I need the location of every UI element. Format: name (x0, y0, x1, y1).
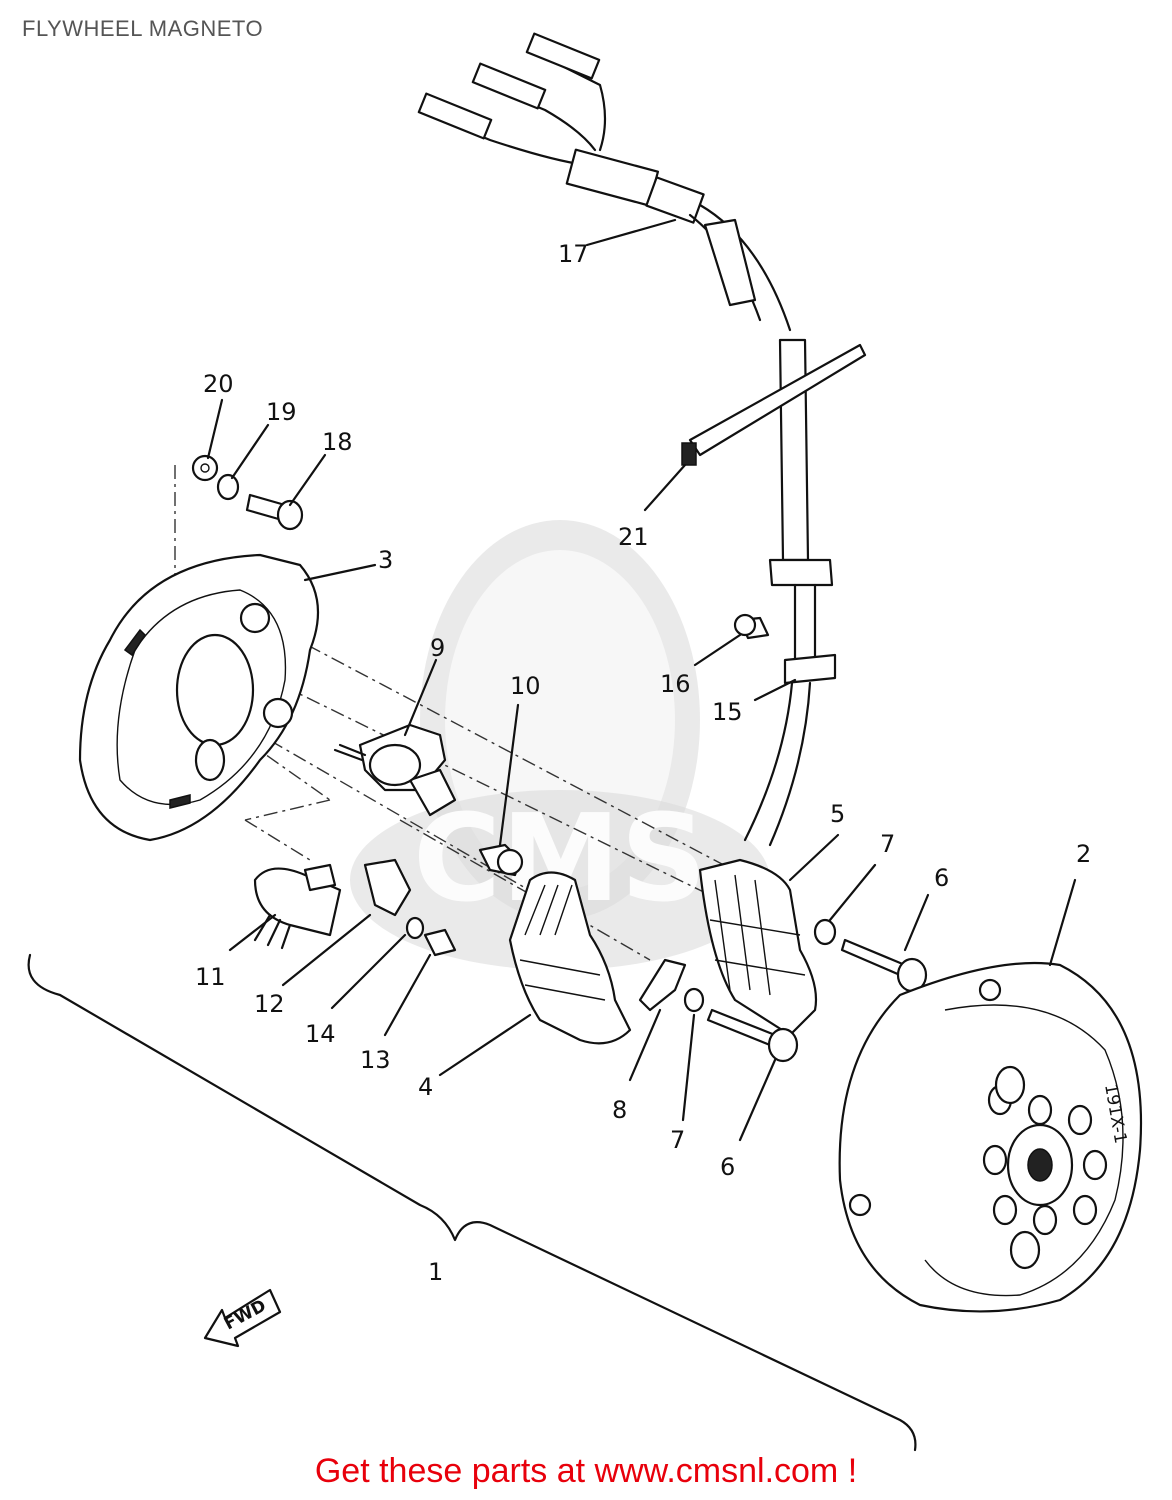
label-21: 21 (618, 523, 649, 551)
plate-8 (638, 958, 687, 1012)
leader-lines (206, 218, 1077, 1142)
washer-14 (405, 916, 425, 940)
screw-6-upper (840, 938, 928, 993)
label-17: 17 (558, 240, 589, 268)
label-2: 2 (1076, 840, 1091, 868)
label-3: 3 (378, 546, 393, 574)
label-7-lower: 7 (670, 1126, 685, 1154)
assembly-bracket (27, 953, 917, 1452)
label-6-lower: 6 (720, 1153, 735, 1181)
label-13: 13 (360, 1046, 391, 1074)
condenser (253, 863, 342, 950)
label-4: 4 (418, 1073, 433, 1101)
label-11: 11 (195, 963, 226, 991)
flywheel-rotor: 191X-1 (838, 961, 1143, 1313)
page-title: FLYWHEEL MAGNETO (22, 16, 264, 41)
washer-7-lower (683, 987, 705, 1013)
label-1: 1 (428, 1258, 443, 1286)
clamp-12 (363, 858, 412, 917)
screw-13 (423, 928, 457, 957)
source-coil (508, 871, 632, 1045)
label-7-upper: 7 (880, 830, 895, 858)
label-15: 15 (712, 698, 743, 726)
label-8: 8 (612, 1096, 627, 1124)
washer-7-upper (813, 918, 837, 946)
screw-16 (733, 613, 770, 640)
base-plate (78, 553, 320, 842)
footer-link[interactable]: Get these parts at www.cmsnl.com ! (314, 1452, 858, 1490)
screw-10 (478, 843, 524, 877)
label-6-upper: 6 (934, 864, 949, 892)
wire-harness (417, 32, 837, 847)
washer-19 (216, 473, 240, 501)
contact-breaker (333, 723, 457, 817)
cable-strap (681, 343, 867, 466)
label-18: 18 (322, 428, 353, 456)
screw-18 (245, 493, 304, 531)
lighting-coil (698, 858, 818, 1037)
label-10: 10 (510, 672, 541, 700)
screw-6-lower (706, 1008, 799, 1063)
forward-arrow-icon: FWD (203, 1288, 282, 1348)
label-5: 5 (830, 800, 845, 828)
label-16: 16 (660, 670, 691, 698)
label-9: 9 (430, 634, 445, 662)
label-20: 20 (203, 370, 234, 398)
washer-20 (191, 454, 219, 482)
label-12: 12 (254, 990, 285, 1018)
label-19: 19 (266, 398, 297, 426)
label-14: 14 (305, 1020, 336, 1048)
